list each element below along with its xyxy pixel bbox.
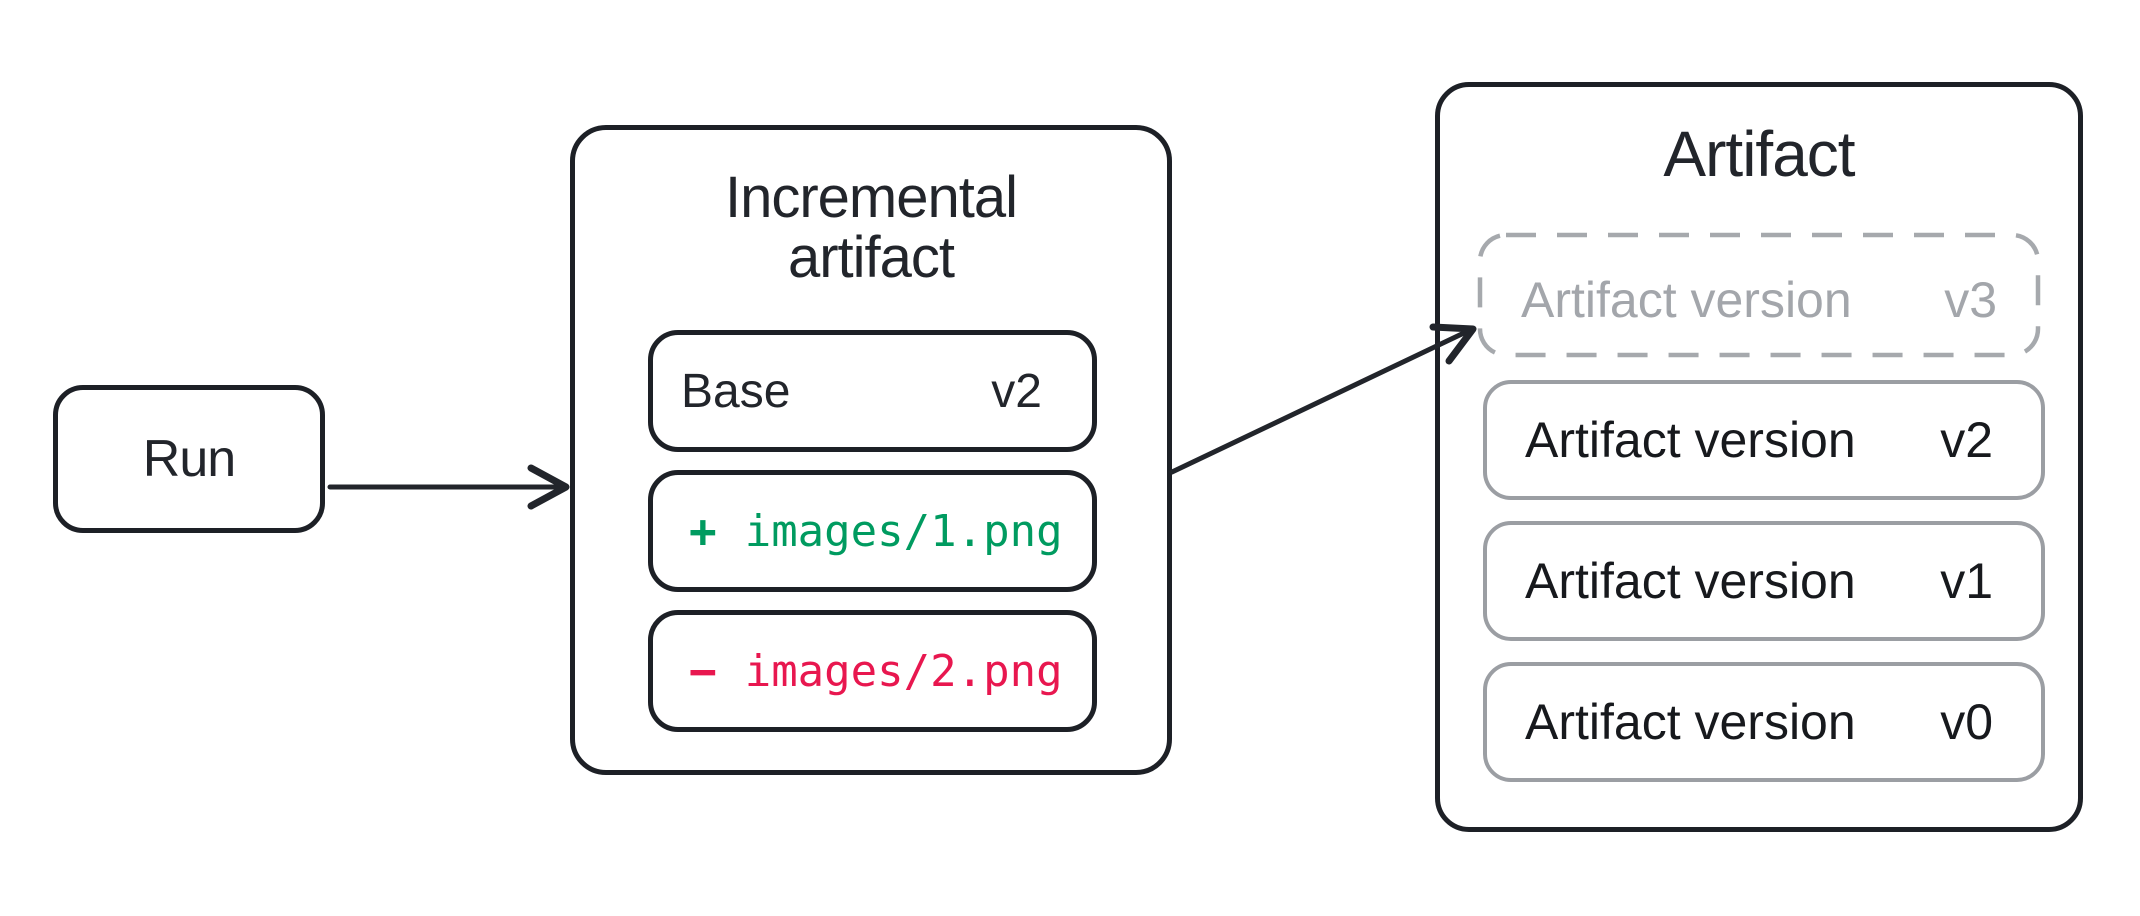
artifact-version-row-v0: Artifact version v0: [1483, 662, 2045, 782]
run-label: Run: [142, 430, 236, 488]
base-label: Base: [681, 364, 791, 418]
artifact-version-label: Artifact version: [1525, 694, 1856, 750]
artifact-version-label: Artifact version: [1525, 412, 1856, 468]
artifact-node: Artifact Artifact version v3 Artifact ve…: [1435, 82, 2083, 832]
artifact-version-number: v1: [1940, 553, 1993, 609]
removed-file-path: images/2.png: [744, 645, 1063, 697]
base-version-chip: Base v2: [648, 330, 1097, 452]
added-file-chip: + images/1.png: [648, 470, 1097, 592]
artifact-version-number: v3: [1944, 272, 1997, 328]
artifact-version-number: v2: [1940, 412, 1993, 468]
added-file-path: images/1.png: [744, 505, 1063, 557]
artifact-version-number: v0: [1940, 694, 1993, 750]
run-node: Run: [53, 385, 325, 533]
incremental-artifact-node: Incremental artifact Base v2 + images/1.…: [570, 125, 1172, 775]
artifact-version-row-v1: Artifact version v1: [1483, 521, 2045, 641]
removed-file-chip: − images/2.png: [648, 610, 1097, 732]
plus-icon: +: [689, 504, 717, 558]
incremental-artifact-title: Incremental artifact: [724, 165, 1018, 290]
artifact-title: Artifact: [1663, 118, 1855, 190]
artifact-version-label: Artifact version: [1521, 272, 1852, 328]
run-to-incremental-arrow: [327, 464, 570, 510]
artifact-version-row-v3: Artifact version v3: [1483, 238, 2045, 362]
base-version: v2: [991, 364, 1042, 418]
artifact-version-row-v2: Artifact version v2: [1483, 380, 2045, 500]
incremental-to-artifact-arrow: [1169, 323, 1477, 475]
minus-icon: −: [689, 644, 717, 698]
artifact-version-label: Artifact version: [1525, 553, 1856, 609]
